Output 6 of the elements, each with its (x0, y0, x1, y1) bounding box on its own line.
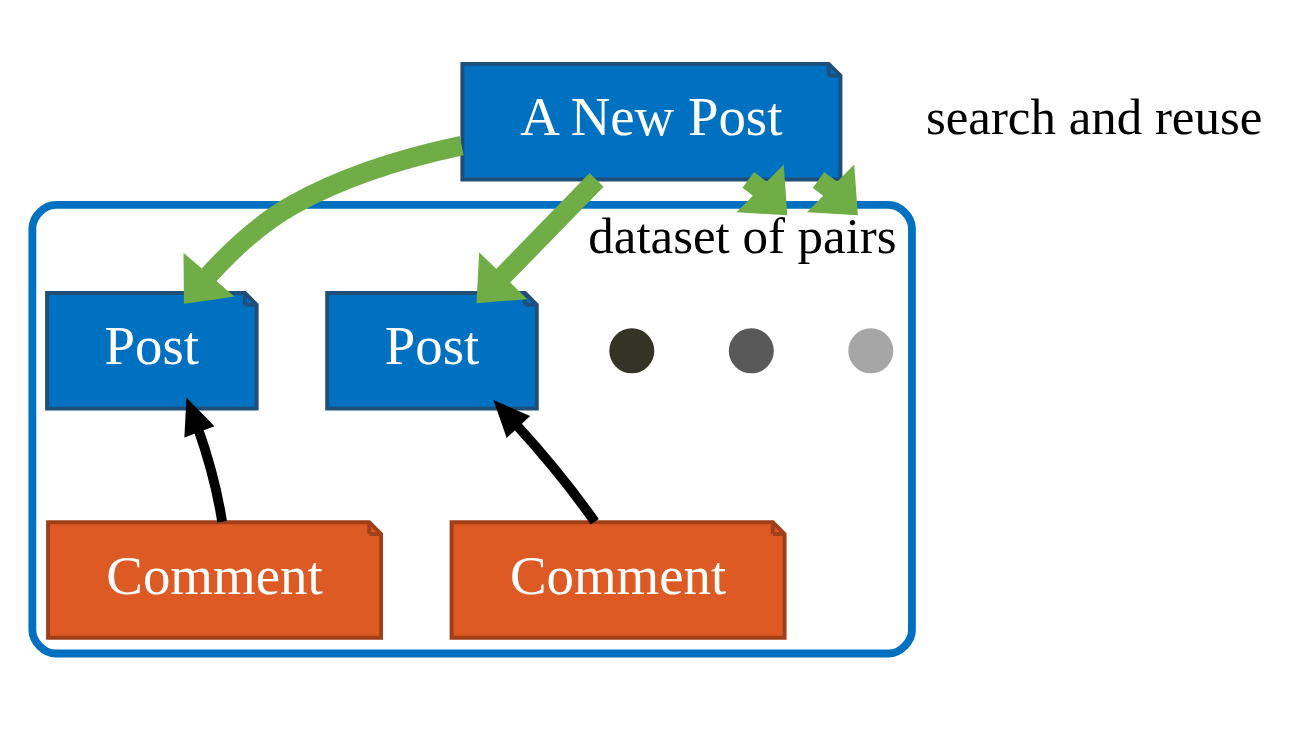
arrow (183, 136, 464, 304)
label: search and reuse (925, 88, 1263, 145)
arrow (807, 164, 858, 216)
arrow (493, 400, 599, 525)
arrow (736, 164, 788, 216)
arrow (184, 397, 227, 523)
